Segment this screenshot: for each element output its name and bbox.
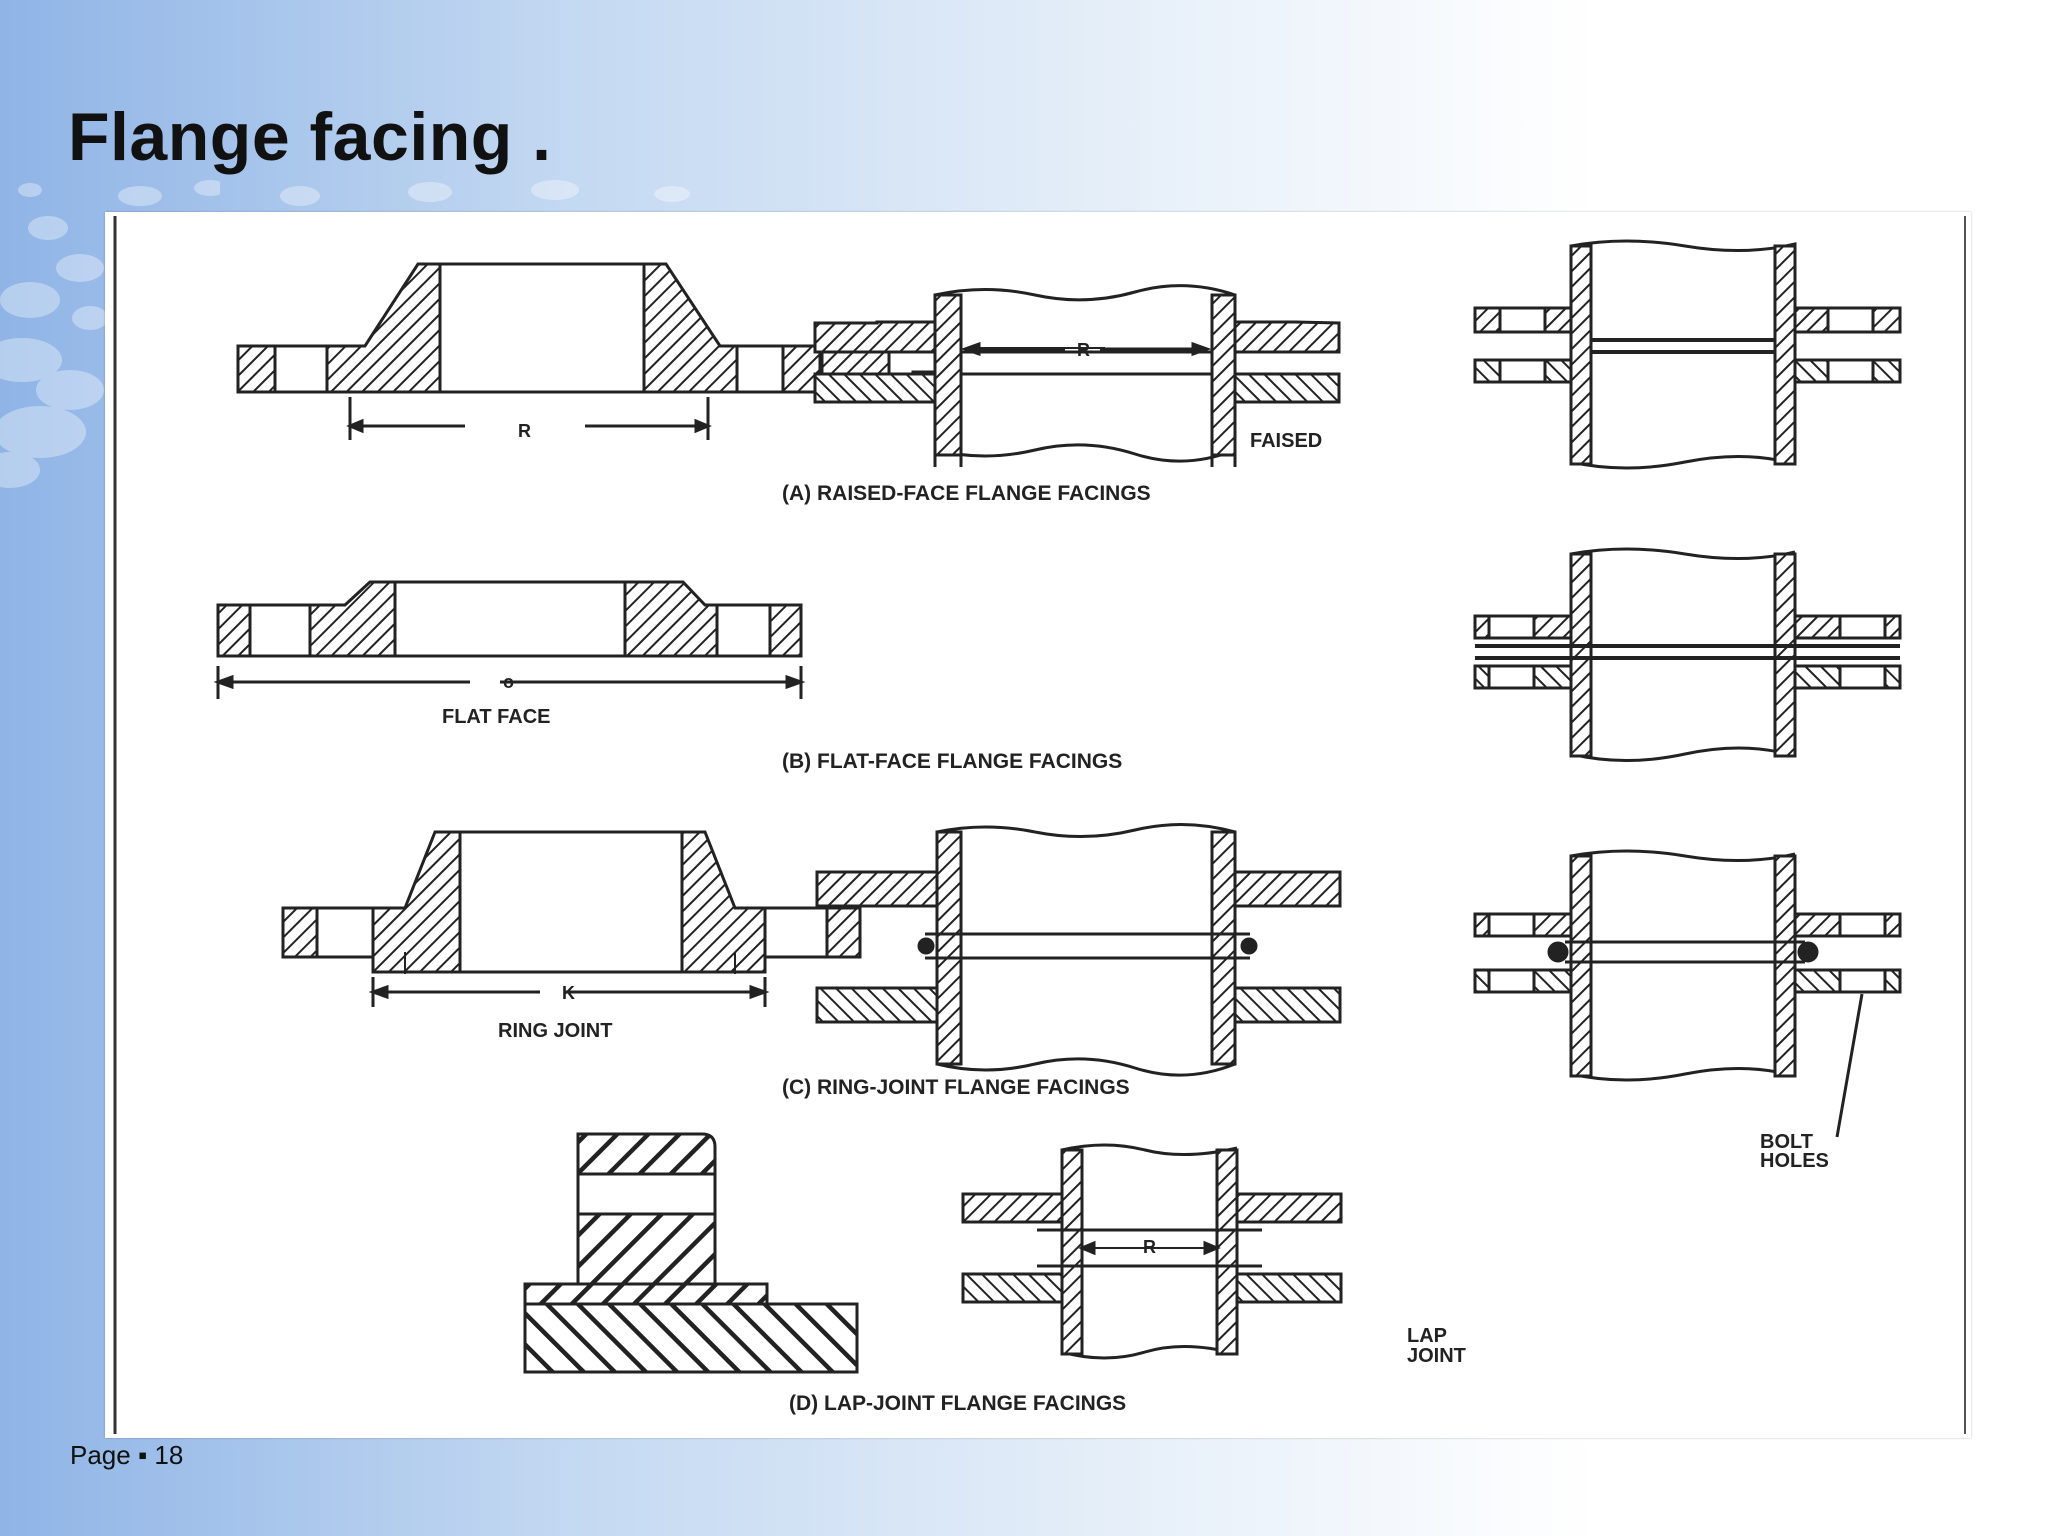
raised-face-flange-section: [236, 262, 891, 440]
bubble-decoration: [0, 180, 220, 488]
raised-face-joint-assembly: [813, 284, 1341, 467]
dim-label-r: R: [1077, 340, 1090, 360]
bolt-label: BOLT: [1760, 1131, 1813, 1153]
dim-label-r: R: [1143, 1237, 1156, 1257]
raised-face-bolted-assembly: [1473, 239, 1902, 470]
caption-c: (C) RING-JOINT FLANGE FACINGS: [782, 1076, 1130, 1099]
holes-label: HOLES: [1760, 1150, 1829, 1172]
caption-b: (B) FLAT-FACE FLANGE FACINGS: [782, 750, 1122, 773]
page-number: 18: [154, 1440, 184, 1470]
ring-joint-label: RING JOINT: [498, 1020, 612, 1042]
caption-a: (A) RAISED-FACE FLANGE FACINGS: [782, 482, 1151, 505]
lap-joint-flange-section: [523, 1132, 859, 1374]
flat-face-bolted-assembly: [1473, 547, 1902, 762]
lap-label: LAP: [1407, 1325, 1447, 1347]
page-title: Flange facing .: [68, 99, 552, 175]
ring-joint-assembly: [815, 822, 1342, 1077]
raised-label: FAISED: [1250, 430, 1322, 452]
ring-joint-flange-section: [281, 830, 862, 1007]
caption-d: (D) LAP-JOINT FLANGE FACINGS: [789, 1392, 1126, 1415]
joint-label: JOINT: [1407, 1345, 1466, 1367]
page-footer: Page ▪ 18: [70, 1440, 183, 1471]
dim-label-k: K: [562, 983, 575, 1003]
lap-joint-assembly: [961, 1143, 1343, 1360]
flange-facing-diagram: R R FAISED (A) RAISED-FACE FLANGE FACING…: [105, 212, 1971, 1438]
page-label: Page: [70, 1440, 131, 1470]
ring-joint-bolted-assembly: [1473, 849, 1902, 1138]
dim-label-o: o: [503, 672, 514, 692]
dim-label-r: R: [518, 421, 531, 441]
diagram-drawing: R R FAISED (A) RAISED-FACE FLANGE FACING…: [113, 216, 1966, 1434]
flat-face-flange-section: [213, 580, 806, 699]
flat-face-label: FLAT FACE: [442, 706, 551, 728]
bubble-decoration-top: [280, 180, 690, 206]
page-separator: ▪: [137, 1440, 148, 1470]
